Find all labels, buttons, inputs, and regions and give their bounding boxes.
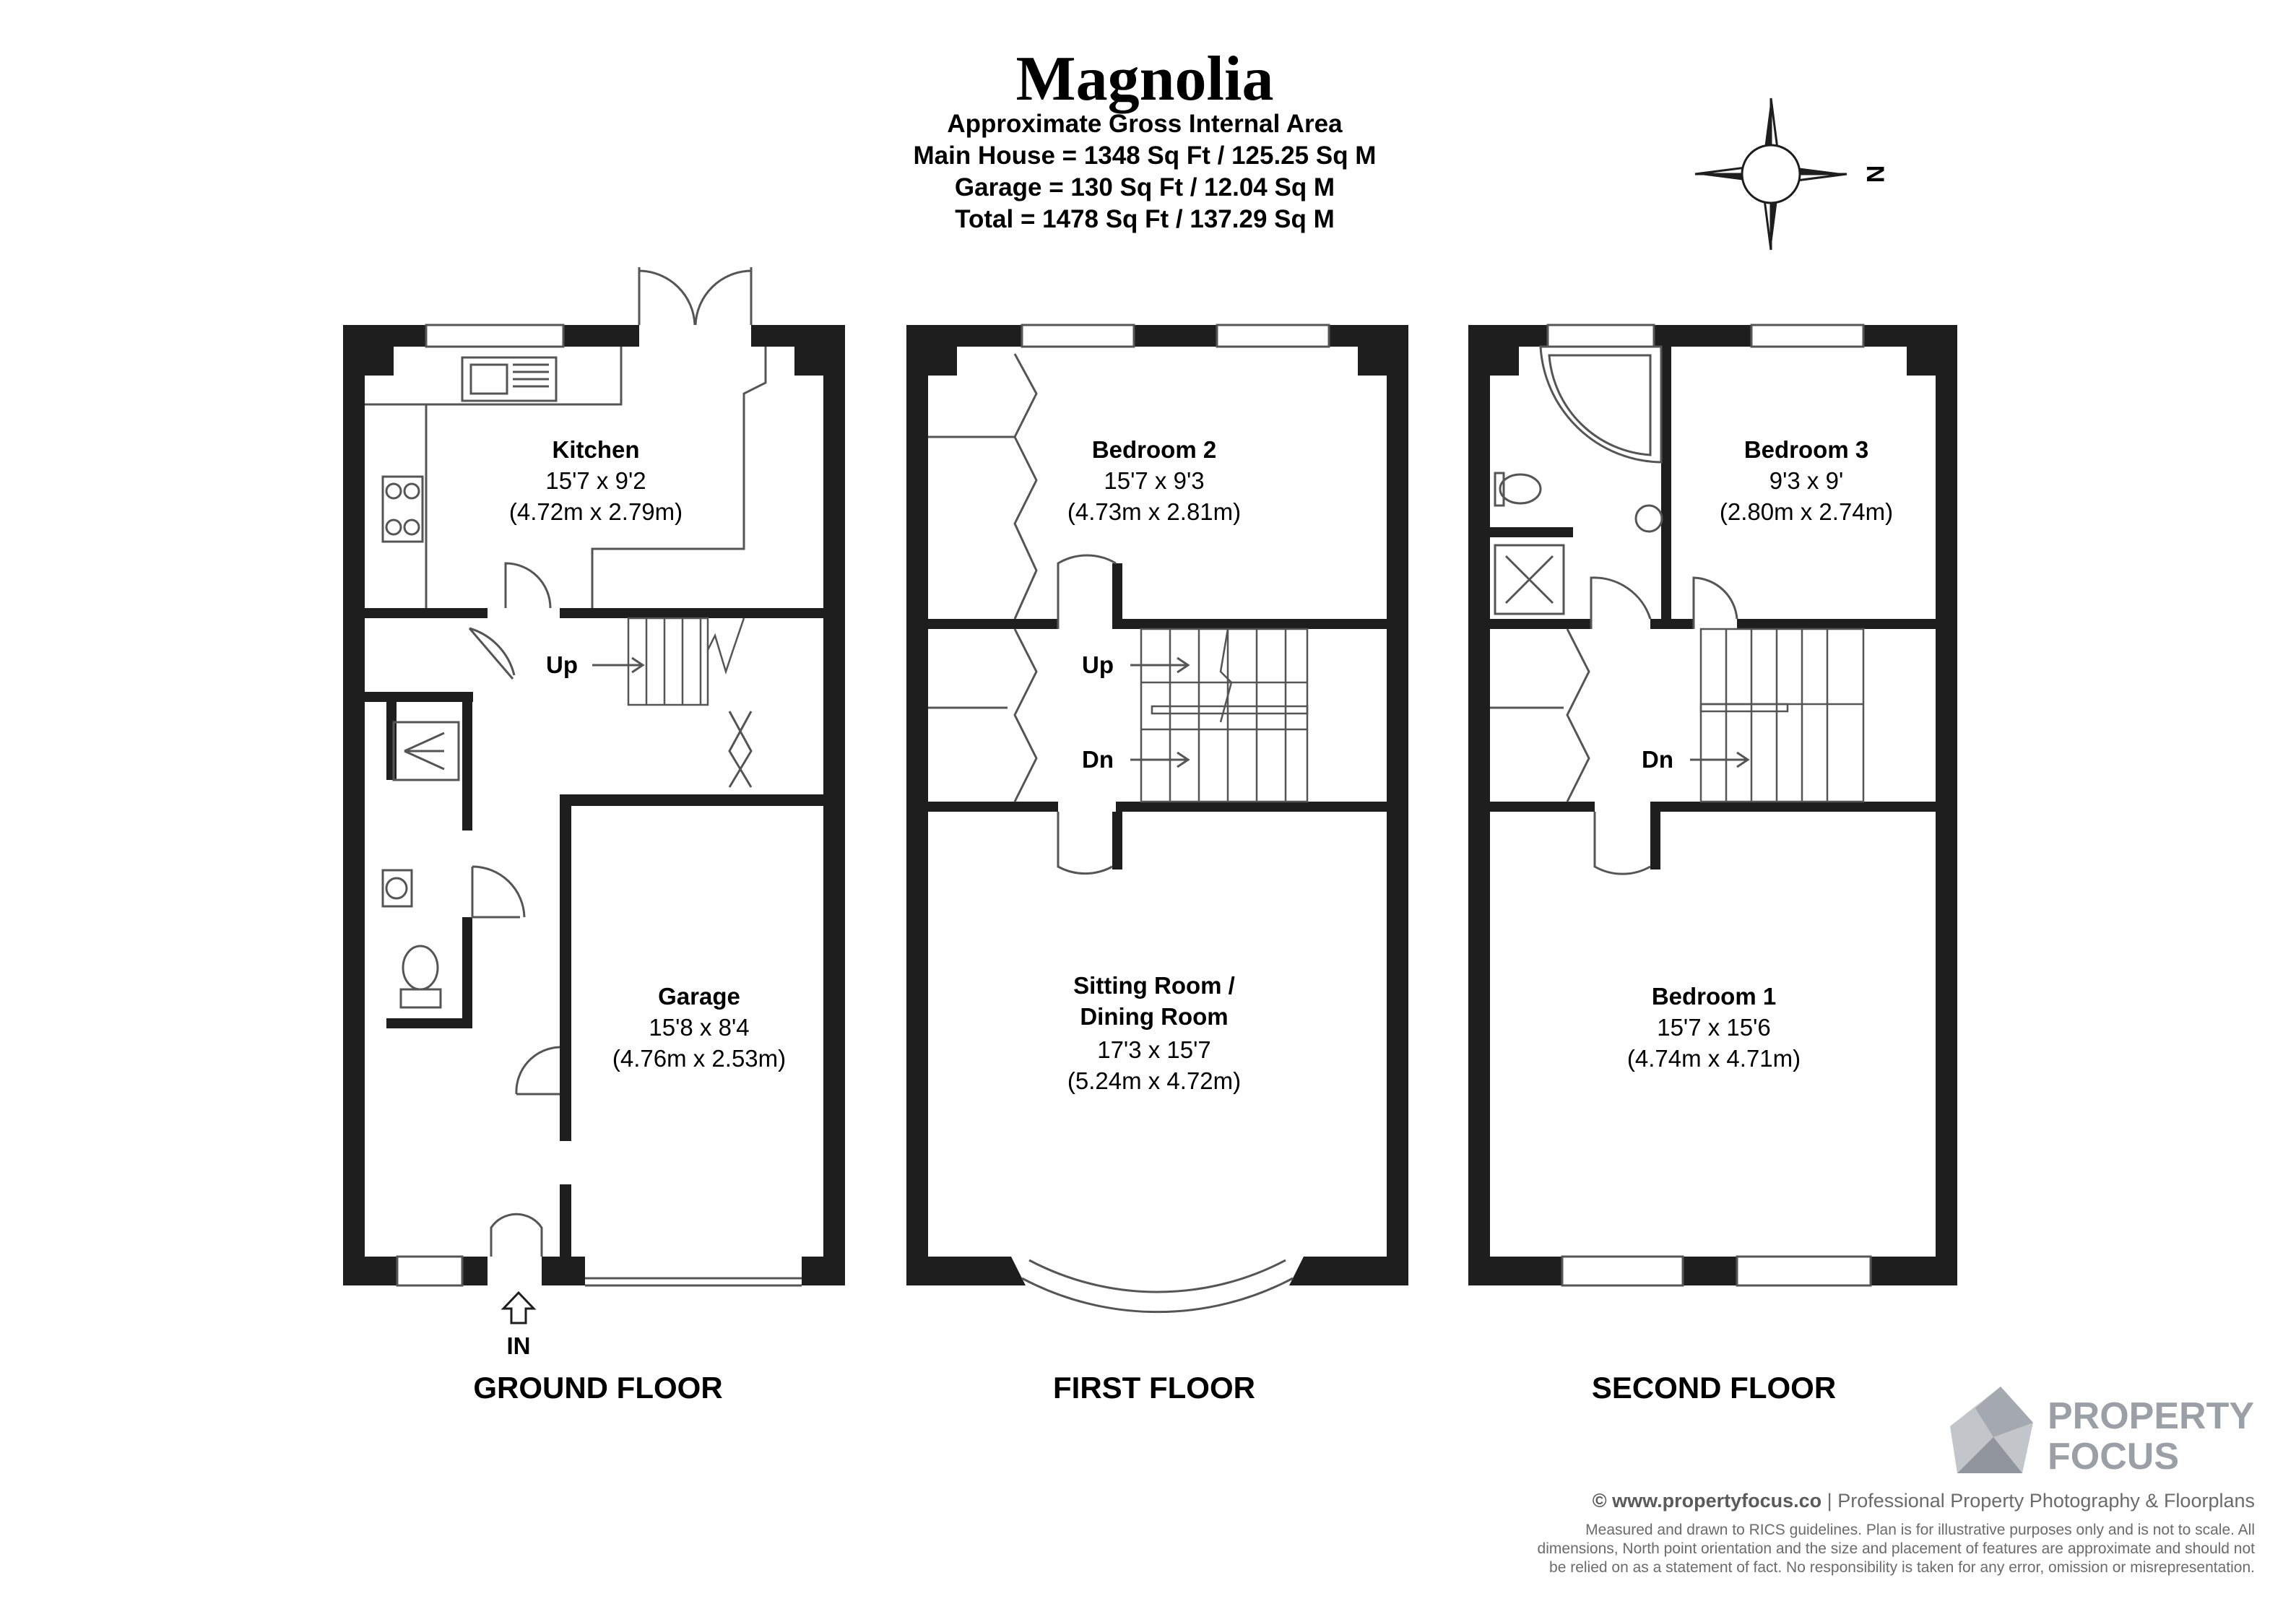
bedroom3-dims-metric: (2.80m x 2.74m) — [1720, 498, 1893, 525]
entrance-arrow-icon — [501, 1291, 537, 1324]
bedroom2-name: Bedroom 2 — [1092, 436, 1216, 463]
ground-stairs-up-label: Up — [546, 651, 578, 678]
second-floor-plan: Bedroom 3 9'3 x 9' (2.80m x 2.74m) Bedro… — [1468, 324, 1957, 1405]
bedroom3-name: Bedroom 3 — [1744, 436, 1868, 463]
brand-name-line1: PROPERTY — [2048, 1395, 2254, 1437]
disclaimer-line3: be relied on as a statement of fact. No … — [1549, 1559, 2255, 1576]
ground-floor-label: GROUND FLOOR — [473, 1371, 722, 1405]
second-stairs-down-arrow — [1690, 751, 1750, 768]
sitting-room-dims-imperial: 17'3 x 15'7 — [1097, 1036, 1211, 1063]
copyright-tagline: | Professional Property Photography & Fl… — [1821, 1490, 2255, 1512]
compass-icon: N — [1694, 97, 1889, 251]
kitchen-name: Kitchen — [552, 436, 639, 463]
area-heading: Approximate Gross Internal Area — [947, 110, 1343, 138]
sitting-room-name-line1: Sitting Room / — [1073, 972, 1235, 999]
ground-floor-plan: Kitchen 15'7 x 9'2 (4.72m x 2.79m) Garag… — [343, 267, 845, 1405]
area-total: Total = 1478 Sq Ft / 137.29 Sq M — [955, 205, 1335, 233]
ground-stairs-arrow — [592, 656, 645, 674]
bedroom1-dims-metric: (4.74m x 4.71m) — [1627, 1045, 1801, 1072]
first-floor-label: FIRST FLOOR — [1053, 1371, 1255, 1405]
north-label: N — [1861, 165, 1889, 183]
disclaimer-line1: Measured and drawn to RICS guidelines. P… — [1585, 1522, 2255, 1538]
bedroom1-dims-imperial: 15'7 x 15'6 — [1657, 1014, 1771, 1041]
entrance-label: IN — [507, 1332, 531, 1359]
brand-logo: PROPERTY FOCUS — [1950, 1387, 2254, 1478]
first-stairs-up-arrow — [1130, 656, 1190, 674]
sitting-room-dims-metric: (5.24m x 4.72m) — [1067, 1067, 1241, 1094]
area-main-house: Main House = 1348 Sq Ft / 125.25 Sq M — [914, 142, 1377, 170]
second-floor-label: SECOND FLOOR — [1592, 1371, 1836, 1405]
bedroom2-dims-imperial: 15'7 x 9'3 — [1104, 467, 1204, 494]
first-stairs-down-label: Dn — [1082, 746, 1114, 773]
kitchen-dims-metric: (4.72m x 2.79m) — [509, 498, 683, 525]
bedroom2-dims-metric: (4.73m x 2.81m) — [1067, 498, 1241, 525]
garage-name: Garage — [658, 983, 740, 1010]
garage-dims-imperial: 15'8 x 8'4 — [649, 1014, 749, 1041]
garage-dims-metric: (4.76m x 2.53m) — [612, 1045, 786, 1072]
header: Magnolia Approximate Gross Internal Area… — [914, 44, 1377, 233]
bedroom1-name: Bedroom 1 — [1652, 983, 1776, 1010]
kitchen-dims-imperial: 15'7 x 9'2 — [545, 467, 646, 494]
copyright-site: © www.propertyfocus.co — [1593, 1490, 1821, 1512]
copyright-line: © www.propertyfocus.co | Professional Pr… — [1593, 1490, 2255, 1512]
disclaimer-line2: dimensions, North point orientation and … — [1538, 1540, 2256, 1557]
area-garage: Garage = 130 Sq Ft / 12.04 Sq M — [955, 173, 1335, 201]
second-stairs-down-label: Dn — [1642, 746, 1673, 773]
first-stairs-down-arrow — [1130, 751, 1190, 768]
plan-title: Magnolia — [1016, 44, 1274, 114]
sitting-room-name-line2: Dining Room — [1080, 1003, 1228, 1030]
brand-name-line2: FOCUS — [2048, 1436, 2179, 1478]
bedroom3-dims-imperial: 9'3 x 9' — [1769, 467, 1844, 494]
first-stairs-up-label: Up — [1082, 651, 1114, 678]
first-floor-plan: Bedroom 2 15'7 x 9'3 (4.73m x 2.81m) Sit… — [906, 324, 1408, 1405]
